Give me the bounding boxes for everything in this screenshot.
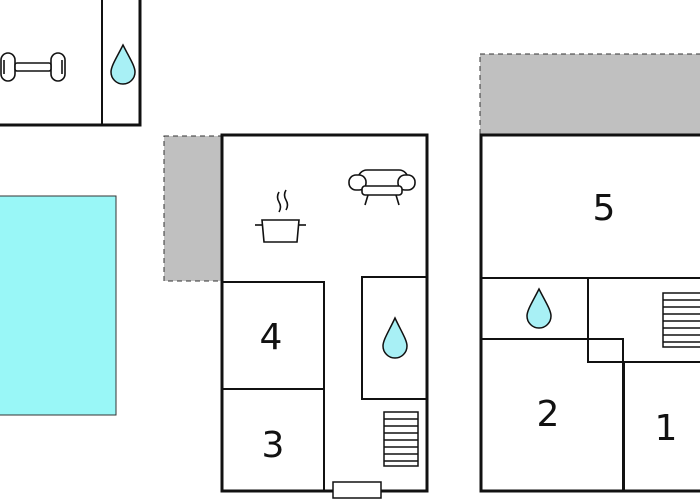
room-1-walls xyxy=(623,361,700,492)
cooking-pot-icon xyxy=(255,189,306,243)
annex-building xyxy=(0,0,142,127)
water-drop-icon xyxy=(526,287,552,329)
room-3-walls xyxy=(221,388,325,492)
staircase-icon xyxy=(383,411,419,467)
dumbbell-icon xyxy=(0,52,66,82)
room-5-number: 5 xyxy=(593,188,616,229)
terrace-left xyxy=(163,135,223,282)
water-drop-icon xyxy=(110,43,136,85)
room-2-number: 2 xyxy=(537,394,560,435)
terrace-right xyxy=(479,53,700,135)
room-3-number: 3 xyxy=(262,425,285,466)
middle-building: 4 3 xyxy=(220,133,429,499)
sofa-icon xyxy=(348,169,416,206)
room-4-number: 4 xyxy=(260,317,283,358)
staircase-icon xyxy=(662,292,700,348)
swimming-pool xyxy=(0,195,117,416)
entrance-door xyxy=(332,481,382,499)
room-1-number: 1 xyxy=(655,408,678,449)
right-building: 5 2 1 xyxy=(479,133,700,493)
water-drop-icon xyxy=(382,316,408,359)
middle-bathroom-walls xyxy=(361,276,428,400)
